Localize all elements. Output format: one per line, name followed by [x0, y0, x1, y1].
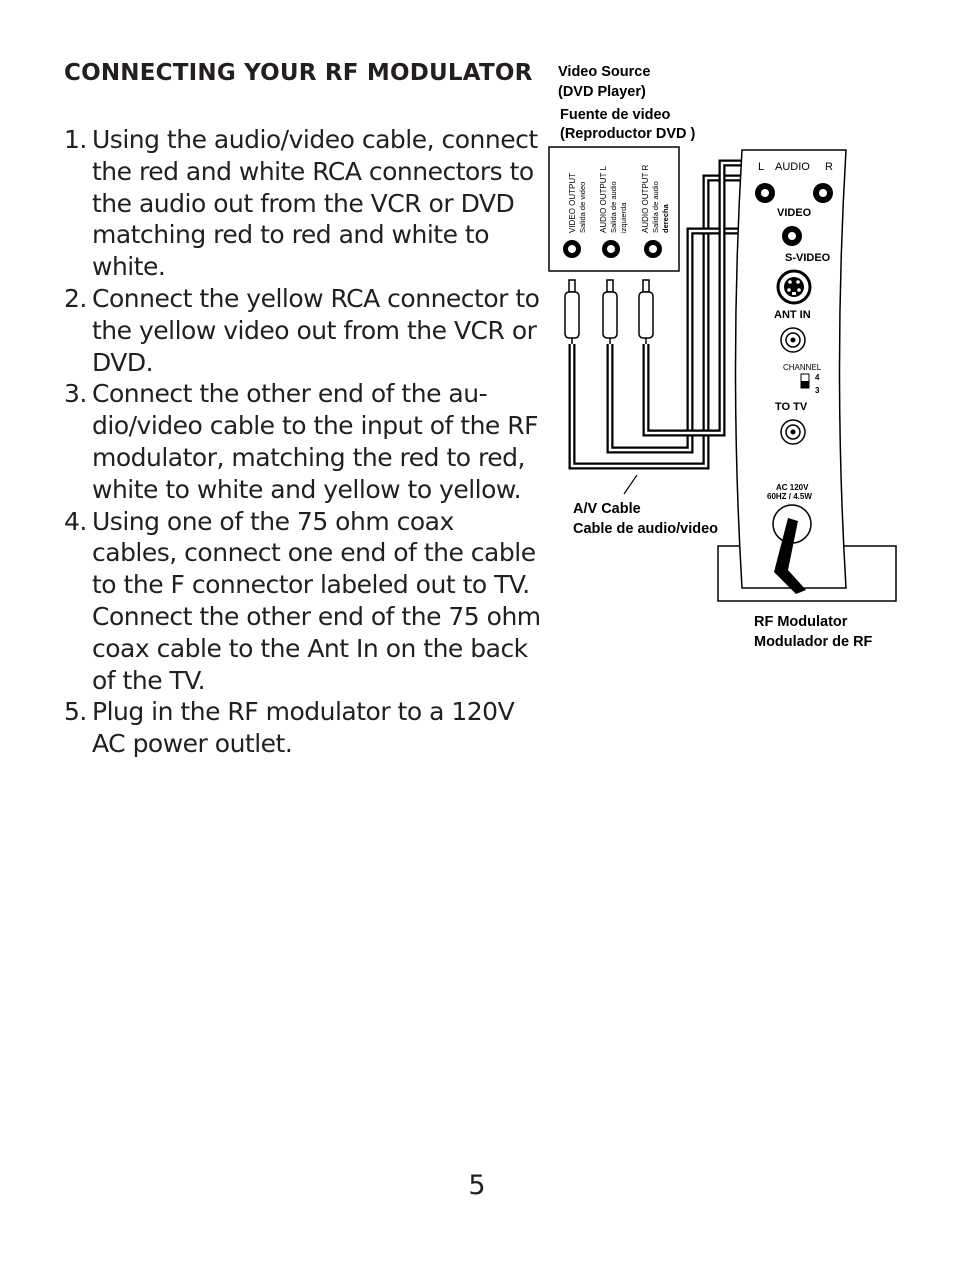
rca-plug-video — [564, 279, 580, 344]
modulator-power-label-2: 60HZ / 4.5W — [767, 492, 812, 501]
modulator-r-label: R — [825, 161, 833, 173]
audio-output-l-sublabel-2: izquierda — [619, 202, 628, 233]
modulator-channel-label: CHANNEL — [783, 363, 822, 372]
modulator-audio-l-jack — [755, 183, 775, 203]
source-label-en-1: Video Source — [558, 64, 650, 80]
modulator-audio-label: AUDIO — [775, 161, 810, 173]
modulator-l-label: L — [758, 161, 764, 173]
modulator-audio-r-jack — [813, 183, 833, 203]
dvd-output-panel — [548, 146, 680, 272]
audio-output-l-label: AUDIO OUTPUT L — [599, 165, 608, 233]
modulator-video-label: VIDEO — [777, 207, 812, 219]
step-text: Connect the other end of the au-dio/vide… — [92, 379, 539, 504]
step-number: 3. — [64, 379, 87, 409]
modulator-svideo-label: S-VIDEO — [785, 252, 831, 264]
step-number: 2. — [64, 283, 87, 313]
rca-plug-audio-l — [602, 279, 618, 344]
channel-4-label: 4 — [815, 373, 820, 382]
step-number: 4. — [64, 506, 87, 536]
modulator-totv-label: TO TV — [775, 401, 808, 413]
audio-output-r-label: AUDIO OUTPUT R — [641, 164, 650, 233]
source-label-en-2: (DVD Player) — [558, 84, 646, 100]
cable-label-en: A/V Cable — [573, 501, 641, 517]
source-label-es-1: Fuente de video — [560, 107, 671, 123]
audio-output-l-sublabel: Salida de audio — [609, 181, 618, 233]
power-cord — [772, 504, 812, 594]
modulator-antin-label: ANT IN — [774, 309, 811, 321]
page-heading: CONNECTING YOUR RF MODULATOR — [64, 60, 533, 86]
dvd-audio-l-out-jack — [602, 240, 620, 258]
dvd-audio-r-out-jack — [644, 240, 662, 258]
step-2: 2. Connect the yellow RCA connector to t… — [64, 283, 544, 378]
channel-3-label: 3 — [815, 386, 820, 395]
ant-in-port — [780, 327, 806, 353]
step-1: 1. Using the audio/video cable, connect … — [64, 124, 544, 283]
step-number: 1. — [64, 125, 87, 154]
audio-output-r-sublabel: Salida de audio — [651, 181, 660, 233]
to-tv-port — [780, 419, 806, 445]
video-output-sublabel: Salida de video — [578, 182, 587, 233]
svideo-port — [776, 269, 812, 305]
modulator-label-es: Modulador de RF — [754, 634, 873, 650]
dvd-video-out-jack — [563, 240, 581, 258]
step-number: 5. — [64, 697, 87, 727]
page-number: 5 — [468, 1170, 486, 1201]
cable-leader-line — [623, 474, 638, 495]
step-4: 4. Using one of the 75 ohm coax cables, … — [64, 506, 544, 697]
step-text: Connect the yellow RCA connector to the … — [92, 283, 540, 377]
step-text: Plug in the RF modulator to a 120V AC po… — [92, 697, 515, 759]
instruction-steps: 1. Using the audio/video cable, connect … — [64, 124, 544, 760]
audio-output-r-sublabel-2: derecha — [661, 203, 670, 233]
channel-switch — [800, 373, 810, 389]
modulator-video-jack — [782, 226, 802, 246]
modulator-label-en: RF Modulator — [754, 614, 848, 630]
step-text: Using the audio/video cable, connect the… — [92, 125, 538, 282]
cable-label-es: Cable de audio/video — [573, 521, 718, 537]
step-5: 5. Plug in the RF modulator to a 120V AC… — [64, 696, 544, 760]
rf-modulator-body — [734, 149, 847, 589]
video-output-label: VIDEO OUTPUT — [568, 173, 577, 233]
step-text: Using one of the 75 ohm coax cables, con… — [92, 506, 541, 695]
step-3: 3. Connect the other end of the au-dio/v… — [64, 378, 544, 505]
source-label-es-2: (Reproductor DVD ) — [560, 126, 696, 142]
modulator-power-label-1: AC 120V — [776, 483, 809, 492]
rf-modulator-connection-diagram: Video Source (DVD Player) Fuente de vide… — [548, 64, 897, 650]
rca-plug-audio-r — [638, 279, 654, 344]
